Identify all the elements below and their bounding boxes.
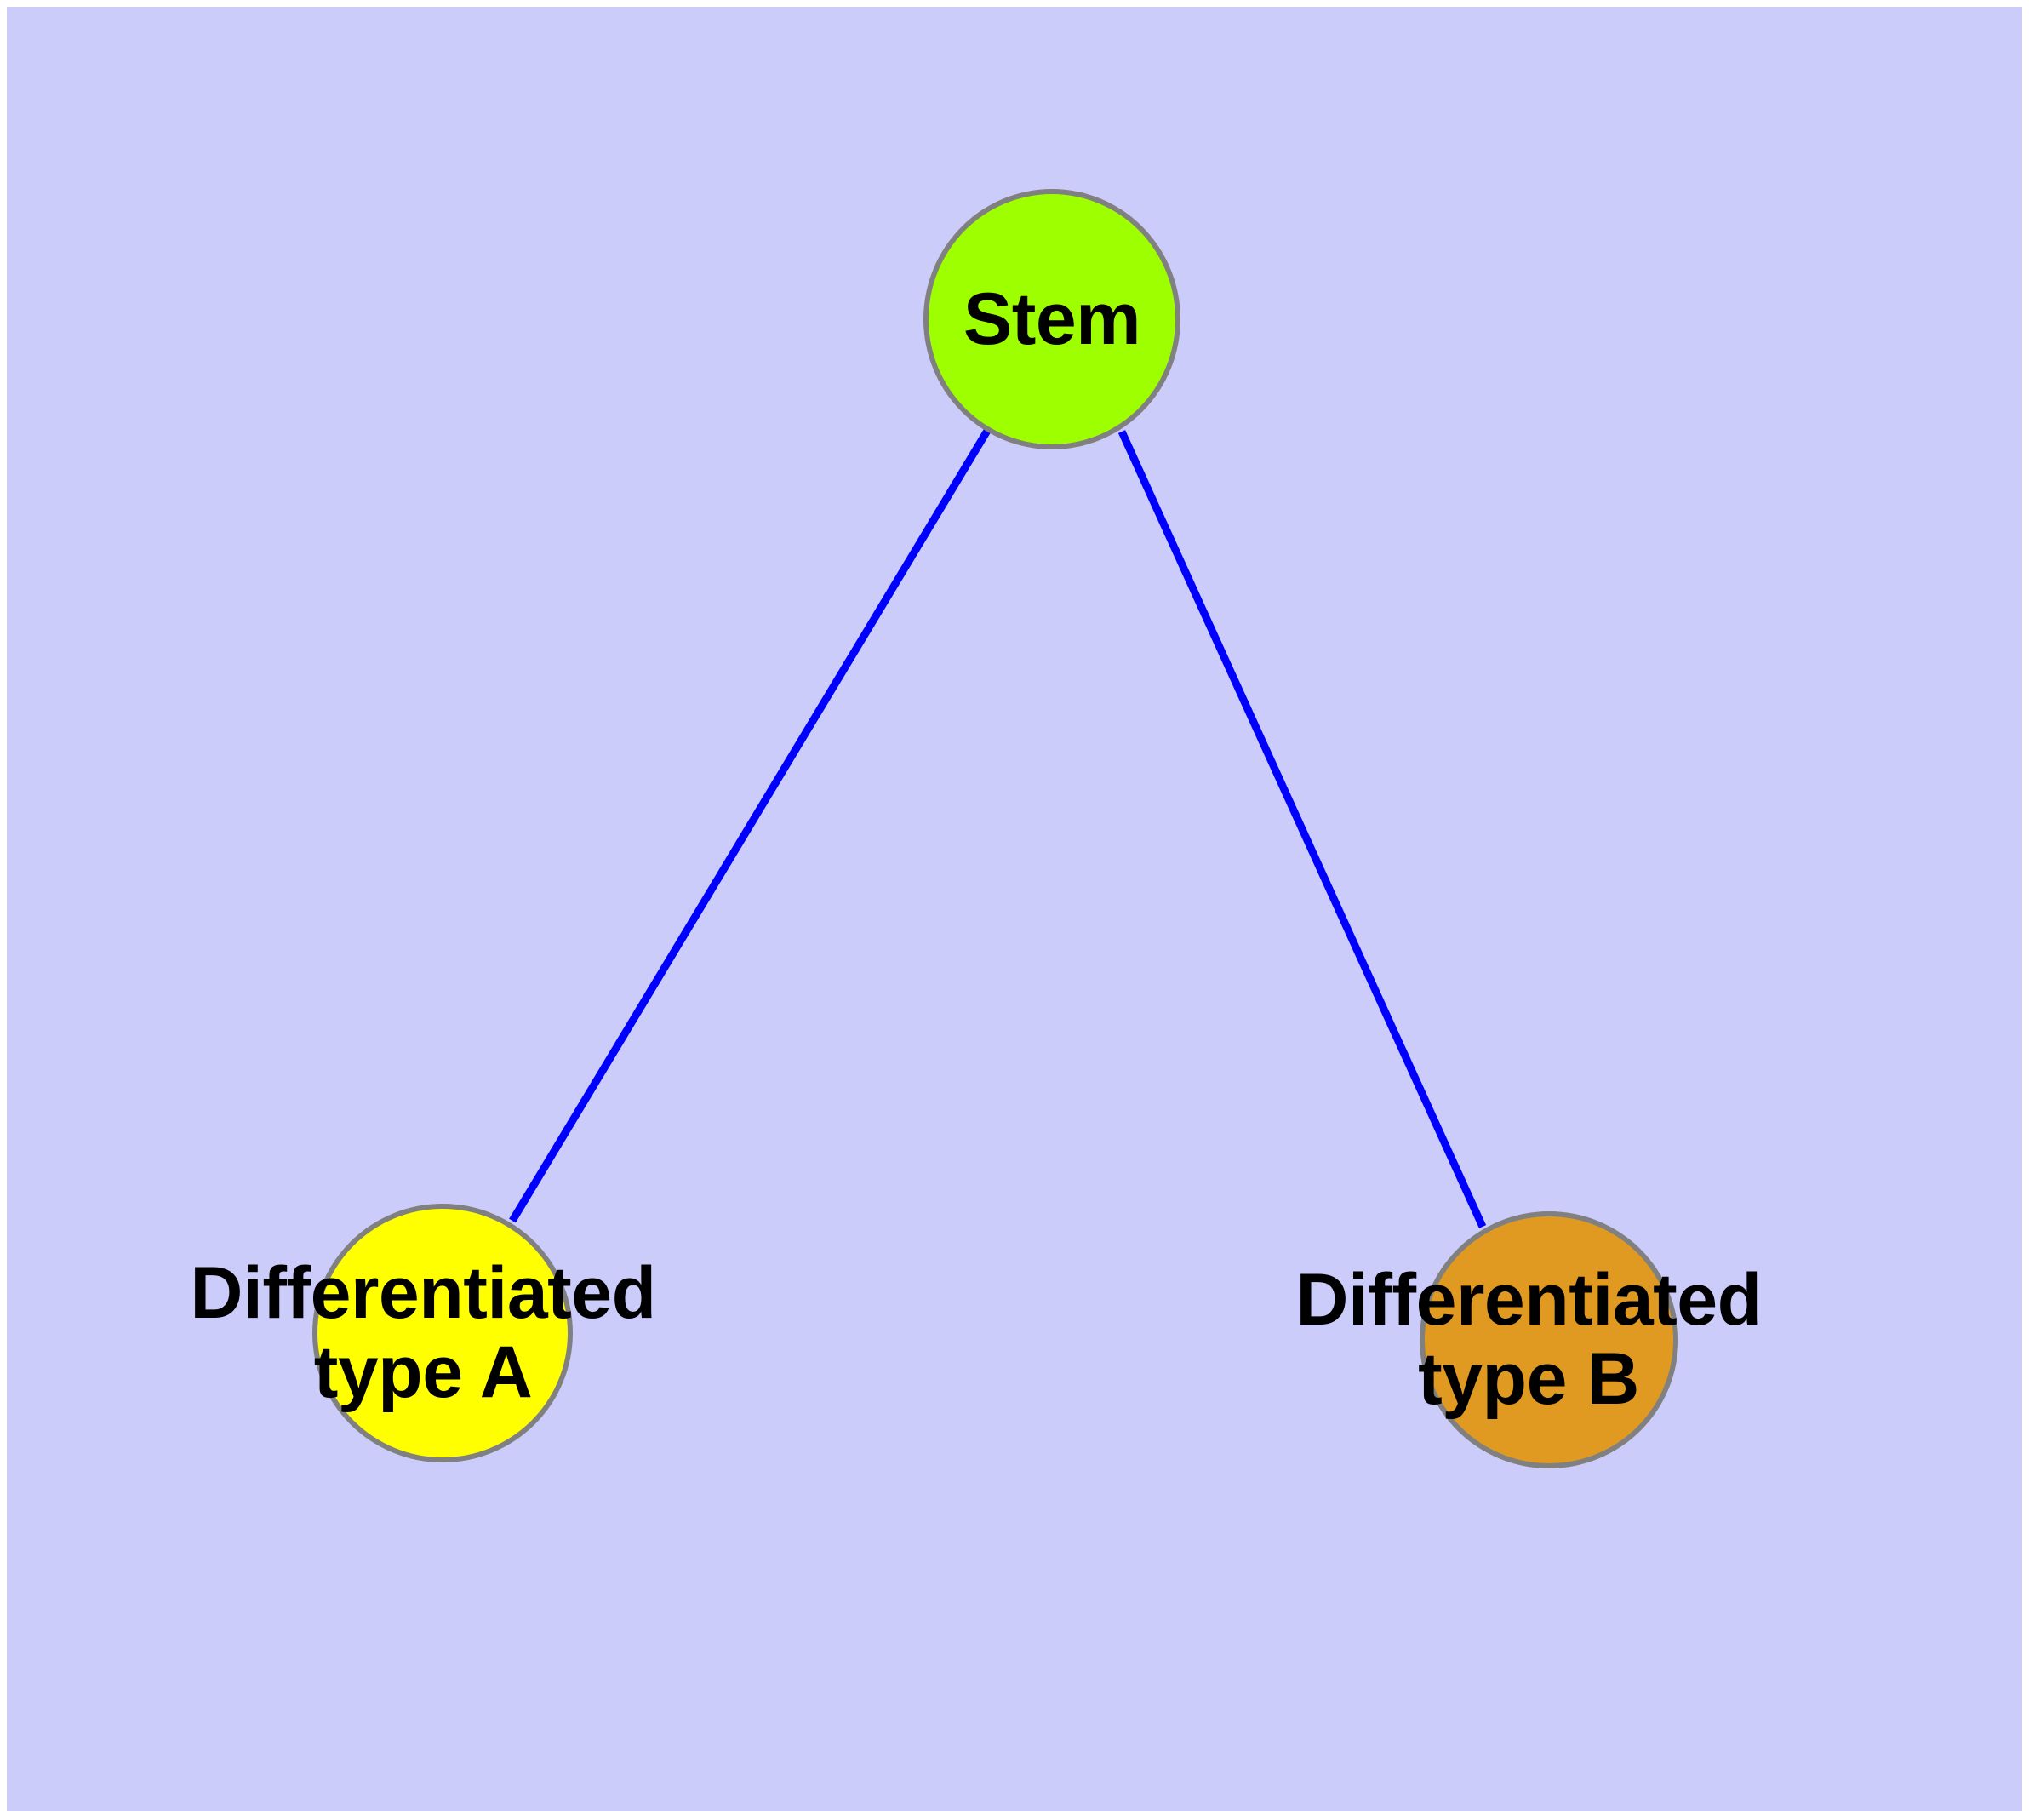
node-type-b-label-line1: Differentiated xyxy=(1295,1259,1762,1342)
node-differentiated-type-b-circle xyxy=(1420,1211,1678,1468)
node-stem[interactable]: Stem xyxy=(920,187,1184,451)
node-stem-label-line1: Stem xyxy=(963,278,1141,360)
node-differentiated-type-b[interactable]: Differentiated type B xyxy=(1295,1209,1762,1471)
node-type-a-label-line1: Differentiated xyxy=(190,1252,656,1335)
node-type-b-label-line2: type B xyxy=(1418,1338,1639,1420)
node-stem-label: Stem xyxy=(963,278,1141,360)
edge-stem-to-type-a xyxy=(509,428,991,1223)
node-type-a-label-line2: type A xyxy=(313,1331,533,1413)
node-differentiated-type-a[interactable]: Differentiated type A xyxy=(190,1200,656,1466)
node-differentiated-type-a-label: Differentiated type A xyxy=(190,1252,656,1413)
node-differentiated-type-a-circle xyxy=(312,1204,573,1462)
node-stem-circle xyxy=(923,189,1180,449)
edge-stem-to-type-b xyxy=(1117,430,1487,1228)
node-differentiated-type-b-label: Differentiated type B xyxy=(1295,1259,1762,1420)
